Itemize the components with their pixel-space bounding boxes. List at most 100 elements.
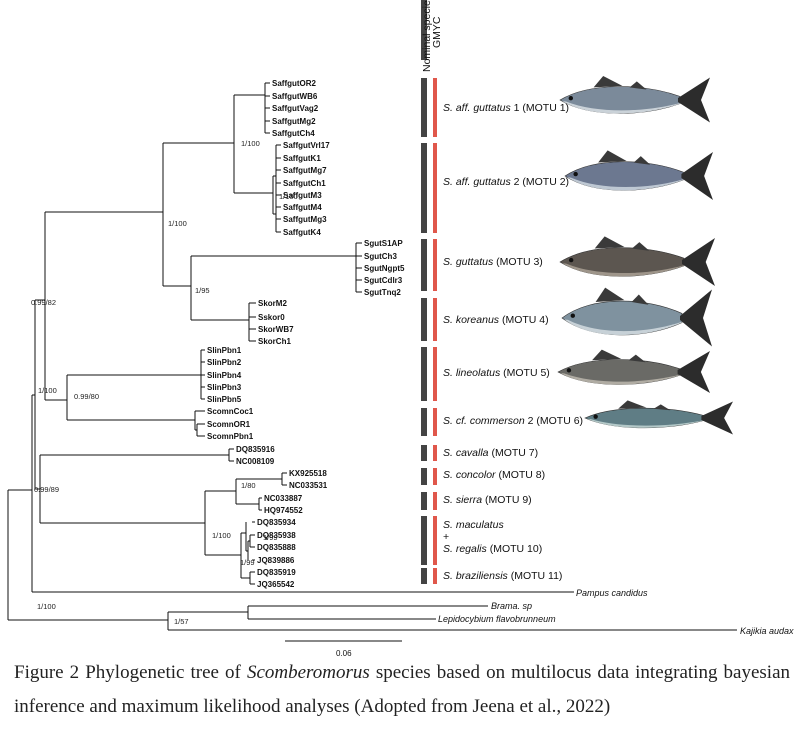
taxon-label: ScomnPbn1 [207, 432, 254, 441]
nominal-species-bar [421, 298, 427, 341]
taxon-label: SgutS1AP [364, 239, 403, 248]
fish-motu-1 [559, 76, 710, 123]
motu-label: S. aff. guttatus 1 (MOTU 1) [443, 102, 569, 114]
taxon-label: NC033531 [289, 481, 328, 490]
fish-belly [567, 177, 684, 191]
motu-label: S. regalis (MOTU 10) [443, 543, 542, 555]
fish-dorsal-fin [592, 349, 622, 361]
motu-label: S. concolor (MOTU 8) [443, 469, 545, 481]
taxon-label: SaffgutM4 [283, 203, 322, 212]
fish-belly [562, 263, 684, 277]
motu-number: (MOTU 8) [496, 469, 546, 481]
taxon-label: DQ835919 [257, 568, 296, 577]
nominal-species-bar [421, 347, 427, 401]
motu-label: S. sierra (MOTU 9) [443, 494, 532, 506]
motu-label: S. koreanus (MOTU 4) [443, 314, 549, 326]
motu-number: 2 (MOTU 6) [525, 415, 583, 427]
motu-label: S. cf. commerson 2 (MOTU 6) [443, 415, 583, 427]
nominal-species-bar [421, 239, 427, 291]
taxon-label: DQ835916 [236, 445, 275, 454]
fish-eye [568, 96, 573, 101]
nominal-species-bar [421, 408, 427, 436]
gmyc-bar [433, 568, 437, 584]
fish-body [564, 161, 684, 191]
taxon-label: SlinPbn2 [207, 358, 242, 367]
fish-eye [568, 257, 574, 263]
taxon-label: SlinPbn5 [207, 395, 242, 404]
motu-label: S. maculatus [443, 519, 504, 531]
fish-dorsal-fin [594, 236, 625, 249]
taxon-label: SlinPbn4 [207, 371, 242, 380]
tree-branches [7, 82, 737, 642]
taxon-label: SaffgutVrl17 [283, 141, 330, 150]
fish-belly [587, 418, 704, 428]
outgroup-label: Lepidocybium flavobrunneum [438, 614, 556, 624]
motu-species: S. regalis [443, 543, 488, 555]
taxon-label: SaffgutK1 [283, 154, 321, 163]
taxon-label: KX925518 [289, 469, 327, 478]
support-value: 1/57 [174, 617, 189, 626]
tree-labels: SaffgutOR2SaffgutWB6SaffgutVag2SaffgutMg… [31, 0, 794, 658]
gmyc-bar [433, 516, 437, 565]
caption-genus: Scomberomorus [246, 662, 370, 683]
gmyc-bar [433, 239, 437, 291]
support-value: 1/99 [240, 558, 255, 567]
motu-number: (MOTU 3) [493, 256, 543, 268]
gmyc-bar [433, 408, 437, 436]
fish-dorsal-fin [595, 287, 625, 303]
taxon-label: SgutNgpt5 [364, 264, 405, 273]
caption-prefix: Figure 2 Phylogenetic tree of [14, 662, 247, 683]
fish-eye [566, 368, 572, 373]
taxon-label: ScomnOR1 [207, 420, 251, 429]
motu-number: (MOTU 4) [499, 314, 549, 326]
outgroup-label: Brama. sp [491, 601, 532, 611]
scale-label: 0.06 [336, 649, 352, 658]
taxon-label: SaffgutOR2 [272, 79, 317, 88]
fish-dorsal-fin [618, 400, 647, 409]
motu-number: 1 (MOTU 1) [511, 102, 569, 114]
taxon-label: SlinPbn3 [207, 383, 242, 392]
taxon-label: SaffgutK4 [283, 228, 321, 237]
outgroup-label: Kajikia audax [740, 626, 794, 636]
taxon-label: DQ835938 [257, 531, 296, 540]
gmyc-bar [433, 468, 437, 485]
support-value: 1/100 [279, 192, 298, 201]
motu-species: S. aff. guttatus [443, 102, 511, 114]
taxon-label: DQ835934 [257, 518, 296, 527]
taxon-label: SgutCdlr3 [364, 276, 403, 285]
motu-label: S. lineolatus (MOTU 5) [443, 367, 550, 379]
taxon-label: DQ835888 [257, 543, 296, 552]
nominal-species-bar [421, 492, 427, 510]
fish-tail [681, 152, 713, 200]
support-value: 0.99/80 [74, 392, 99, 401]
caption-suffix: species based on multilocus data integra… [14, 662, 790, 717]
fish-eye [593, 414, 598, 419]
support-value: 1/99 [263, 533, 278, 542]
support-value: 0.99/89 [34, 485, 59, 494]
taxon-label: SaffgutVag2 [272, 104, 319, 113]
motu-number: 2 (MOTU 2) [511, 176, 569, 188]
nominal-species-bar [421, 143, 427, 233]
fish-dorsal-fin [598, 150, 627, 163]
motu-species: S. braziliensis [443, 570, 509, 582]
gmyc-bar [433, 347, 437, 401]
motu-species: S. guttatus [443, 256, 494, 268]
taxon-label: SkorCh1 [258, 337, 291, 346]
nominal-species-bar [421, 568, 427, 584]
fish-motu-6 [584, 400, 733, 435]
taxon-label: Sskor0 [258, 313, 285, 322]
taxon-label: SaffgutM3 [283, 191, 322, 200]
support-value: 1/95 [195, 286, 210, 295]
taxon-label: SaffgutWB6 [272, 92, 318, 101]
header-gmyc: GMYC [431, 16, 443, 48]
species-delimitation-bars [421, 0, 437, 584]
support-value: 1/100 [212, 531, 231, 540]
taxon-label: SaffgutCh1 [283, 179, 326, 188]
fish-motu-2 [564, 150, 713, 200]
motu-species: S. cf. commerson [443, 415, 525, 427]
motu-species: S. lineolatus [443, 367, 501, 379]
fish-motu-3 [559, 236, 715, 286]
fish-eye [573, 171, 578, 177]
support-value: 1/100 [241, 139, 260, 148]
